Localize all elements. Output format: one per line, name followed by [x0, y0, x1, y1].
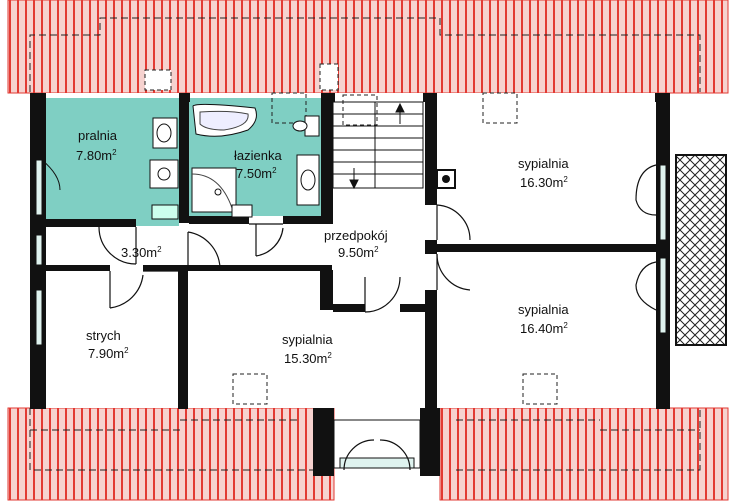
room-area: 9.50m: [338, 245, 374, 260]
svg-text:9.50m2: 9.50m2: [338, 245, 379, 260]
area-exponent: 2: [563, 321, 568, 330]
area-exponent: 2: [157, 245, 162, 254]
windows: [35, 159, 667, 469]
shower: [191, 167, 237, 213]
roof-bottom-right: [439, 407, 729, 501]
room-name: sypialnia: [518, 302, 569, 317]
room-area: 7.90m: [88, 346, 124, 361]
area-exponent: 2: [272, 166, 277, 175]
area-exponent: 2: [124, 346, 129, 355]
room-label-lazienka: łazienka 7.50m2: [234, 148, 282, 181]
room-label-schowek: 3.30m2: [121, 245, 162, 260]
room-label-strych: strych 7.90m2: [86, 328, 129, 361]
room-area: 7.80m: [76, 148, 112, 163]
room-area: 7.50m: [236, 166, 272, 181]
interior-walls: [46, 93, 656, 476]
room-name: łazienka: [234, 148, 282, 163]
room-area: 16.30m: [520, 175, 563, 190]
svg-text:16.40m2: 16.40m2: [520, 321, 568, 336]
laundry-appliances: [149, 159, 253, 220]
room-label-sypialnia-3: sypialnia 15.30m2: [282, 332, 333, 366]
room-label-przedpokoj: przedpokój 9.50m2: [324, 228, 388, 260]
washbasins: [152, 117, 320, 206]
room-label-sypialnia-2: sypialnia 16.40m2: [518, 302, 569, 336]
svg-text:7.80m2: 7.80m2: [76, 148, 117, 163]
svg-text:3.30m2: 3.30m2: [121, 245, 162, 260]
skylights: [232, 92, 558, 405]
doors: [98, 164, 657, 471]
room-area: 15.30m: [284, 351, 327, 366]
svg-text:7.90m2: 7.90m2: [88, 346, 129, 361]
balcony: [675, 154, 727, 346]
chimney: [436, 169, 456, 189]
room-name: pralnia: [78, 128, 118, 143]
room-label-sypialnia-1: sypialnia 16.30m2: [518, 156, 569, 190]
svg-text:7.50m2: 7.50m2: [236, 166, 277, 181]
area-exponent: 2: [563, 175, 568, 184]
toilet: [292, 115, 320, 137]
roof-top: [7, 0, 729, 94]
roof-bottom-left: [7, 407, 335, 501]
room-label-pralnia: pralnia 7.80m2: [76, 128, 118, 163]
room-name: przedpokój: [324, 228, 388, 243]
staircase: [332, 101, 424, 190]
windows-swings: [41, 159, 61, 191]
room-name: sypialnia: [518, 156, 569, 171]
svg-text:16.30m2: 16.30m2: [520, 175, 568, 190]
area-exponent: 2: [374, 245, 379, 254]
area-exponent: 2: [112, 148, 117, 157]
room-name: strych: [86, 328, 121, 343]
room-name: sypialnia: [282, 332, 333, 347]
bathtub: [192, 103, 257, 137]
svg-text:15.30m2: 15.30m2: [284, 351, 332, 366]
room-area: 16.40m: [520, 321, 563, 336]
area-exponent: 2: [327, 351, 332, 360]
room-area: 3.30m: [121, 245, 157, 260]
